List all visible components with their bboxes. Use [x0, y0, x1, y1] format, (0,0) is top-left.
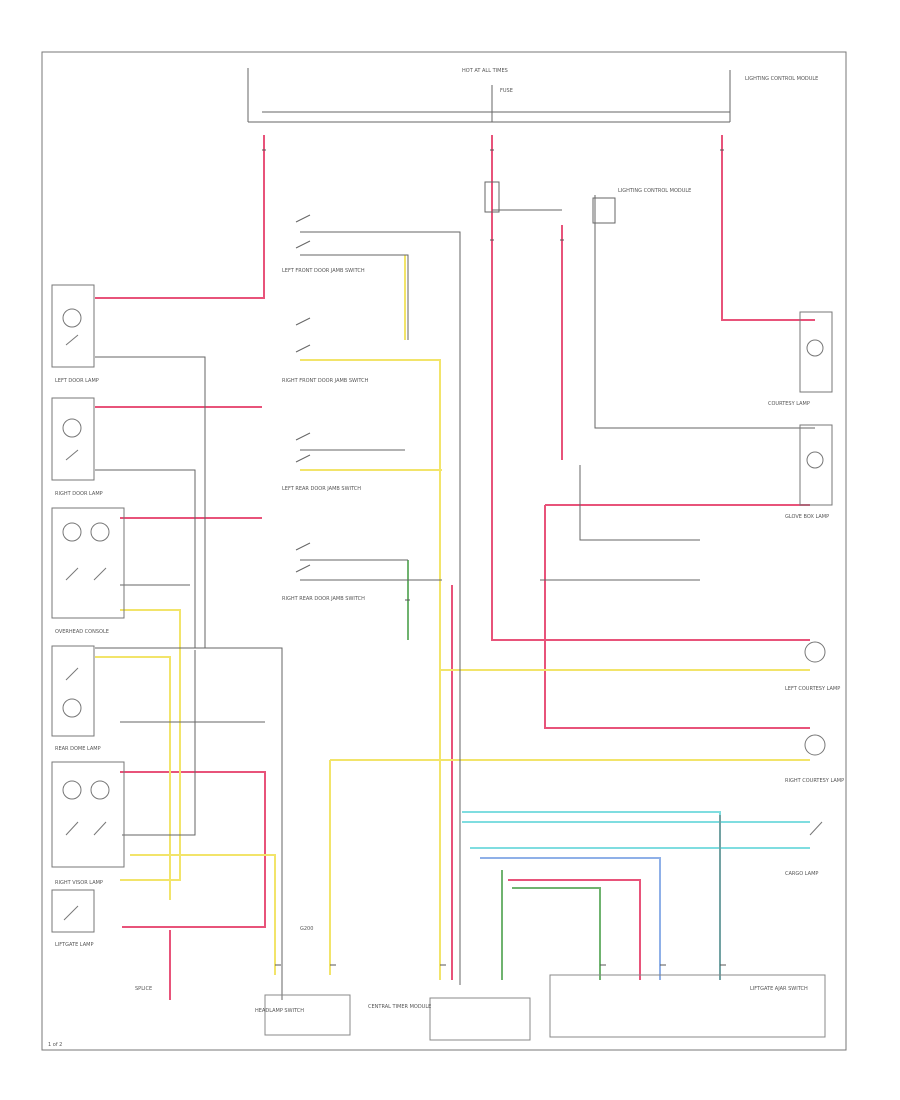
cyan-wires: [407, 560, 810, 980]
fuse-label: FUSE: [500, 88, 513, 94]
connector-ticks: [262, 149, 726, 966]
bottom-modules: HEADLAMP SWITCH CENTRAL TIMER MODULE LIF…: [135, 926, 826, 1041]
rear-dome-lamp: REAR DOME LAMP: [51, 645, 101, 752]
ground-wires: [95, 195, 815, 1000]
svg-text:CENTRAL TIMER MODULE: CENTRAL TIMER MODULE: [368, 1004, 431, 1010]
svg-text:RIGHT COURTESY LAMP: RIGHT COURTESY LAMP: [785, 778, 844, 784]
svg-text:REAR DOME LAMP: REAR DOME LAMP: [55, 746, 101, 752]
svg-text:LEFT REAR DOOR JAMB SWITCH: LEFT REAR DOOR JAMB SWITCH: [282, 486, 361, 492]
svg-text:OVERHEAD CONSOLE: OVERHEAD CONSOLE: [55, 629, 109, 635]
door-switches: LEFT FRONT DOOR JAMB SWITCH RIGHT FRONT …: [282, 214, 369, 602]
right-visor-lamp: RIGHT VISOR LAMP: [51, 761, 125, 886]
svg-text:LIGHTING CONTROL MODULE: LIGHTING CONTROL MODULE: [618, 188, 691, 194]
diagram-border: [41, 51, 847, 1051]
right-door-lamp: RIGHT DOOR LAMP: [51, 397, 103, 497]
svg-text:GLOVE BOX LAMP: GLOVE BOX LAMP: [785, 514, 829, 520]
svg-text:RIGHT FRONT DOOR JAMB SWITCH: RIGHT FRONT DOOR JAMB SWITCH: [282, 378, 369, 384]
svg-text:LIFTGATE LAMP: LIFTGATE LAMP: [55, 942, 93, 948]
svg-text:CARGO LAMP: CARGO LAMP: [785, 871, 818, 877]
svg-text:LEFT COURTESY LAMP: LEFT COURTESY LAMP: [785, 686, 840, 692]
red-wires: [95, 135, 815, 1000]
svg-text:SPLICE: SPLICE: [135, 986, 152, 992]
top-label: HOT AT ALL TIMES: [462, 68, 508, 74]
svg-text:RIGHT VISOR LAMP: RIGHT VISOR LAMP: [55, 880, 103, 886]
svg-text:HEADLAMP SWITCH: HEADLAMP SWITCH: [255, 1008, 304, 1014]
overhead-console: OVERHEAD CONSOLE: [51, 507, 125, 635]
svg-text:RIGHT DOOR LAMP: RIGHT DOOR LAMP: [55, 491, 103, 497]
svg-text:LEFT FRONT DOOR JAMB SWITCH: LEFT FRONT DOOR JAMB SWITCH: [282, 268, 365, 274]
right-side-lamps: COURTESY LAMP GLOVE BOX LAMP LEFT COURTE…: [768, 311, 844, 877]
svg-text:LEFT DOOR LAMP: LEFT DOOR LAMP: [55, 378, 99, 384]
svg-text:G200: G200: [300, 926, 313, 932]
svg-text:COURTESY LAMP: COURTESY LAMP: [768, 401, 810, 407]
fuse-block: HOT AT ALL TIMES FUSE LIGHTING CONTROL M…: [247, 68, 818, 123]
page-ref: 1 of 2: [48, 1042, 62, 1048]
liftgate-lamp: LIFTGATE LAMP: [51, 889, 95, 948]
relay-box: LIGHTING CONTROL MODULE: [484, 181, 691, 224]
left-door-lamp: LEFT DOOR LAMP: [51, 284, 99, 384]
yellow-wires: [95, 255, 810, 980]
relay-label: LIGHTING CONTROL MODULE: [745, 76, 818, 82]
svg-text:LIFTGATE AJAR SWITCH: LIFTGATE AJAR SWITCH: [750, 986, 808, 992]
svg-text:RIGHT REAR DOOR JAMB SWITCH: RIGHT REAR DOOR JAMB SWITCH: [282, 596, 365, 602]
